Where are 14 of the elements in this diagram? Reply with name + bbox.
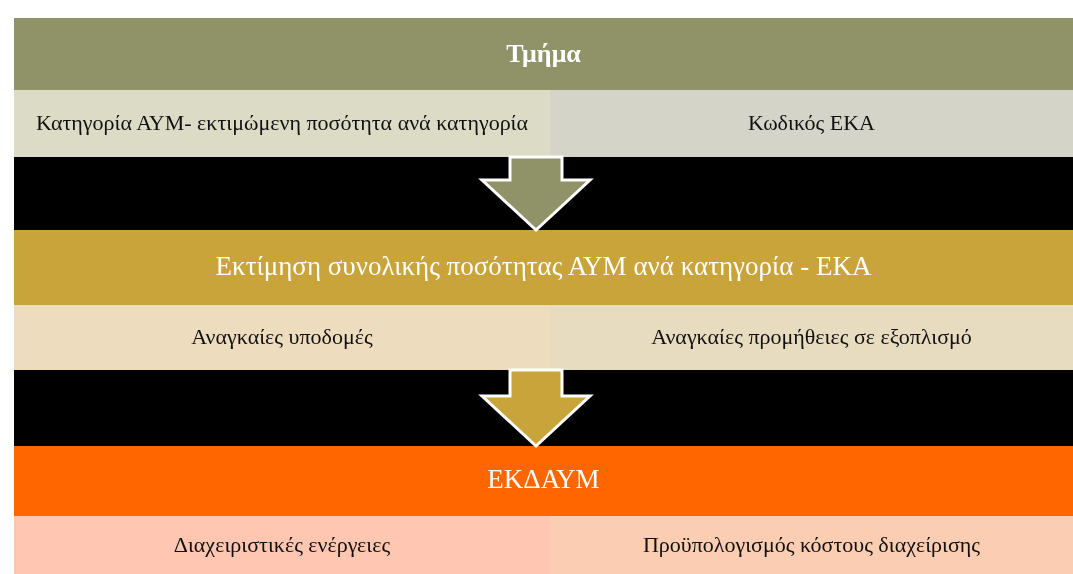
- content-cell: Κωδικός ΕΚΑ: [550, 90, 1073, 157]
- section-heading: ΕΚΔΑΥΜ: [487, 464, 600, 495]
- content-cell: Διαχειριστικές ενέργειες: [14, 516, 550, 574]
- content-cell: Αναγκαίες υποδομές: [14, 305, 550, 370]
- content-cell: Κατηγορία ΑΥΜ- εκτιμώμενη ποσότητα ανά κατηγορία: [14, 90, 550, 157]
- section-panel: [14, 230, 1073, 370]
- block-arrow: [478, 155, 594, 233]
- section-panel: [14, 18, 1073, 157]
- section-heading: Τμήμα: [506, 39, 581, 69]
- content-cell: Αναγκαίες προμήθειες σε εξοπλισμό: [550, 305, 1073, 370]
- content-cell: Προϋπολογισμός κόστους διαχείρισης: [550, 516, 1073, 574]
- section-heading: Εκτίμηση συνολικής ποσότητας ΑΥΜ ανά κατηγορία - ΕΚΑ: [215, 251, 872, 282]
- block-arrow: [478, 368, 594, 449]
- section-panel: [14, 446, 1073, 574]
